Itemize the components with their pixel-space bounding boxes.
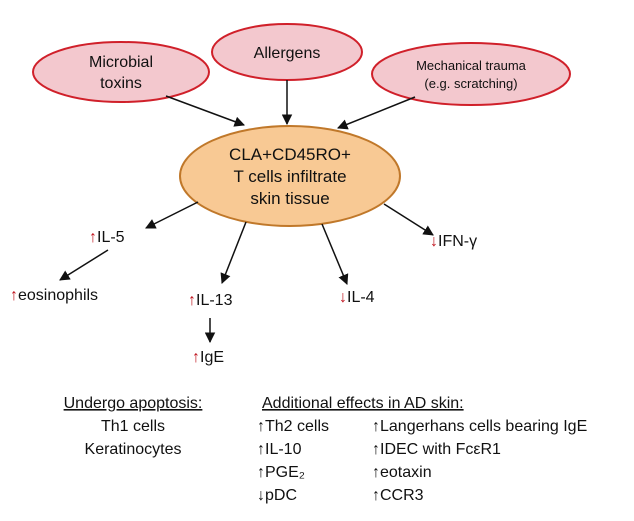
additional-effects-block: Additional effects in AD skin: ↑Th2 cell…	[257, 395, 587, 504]
trigger-microbial-line1: Microbial	[89, 54, 153, 71]
trigger-mechanical-trauma: Mechanical trauma (e.g. scratching)	[371, 42, 571, 106]
ifng-down-arrow: ↓	[430, 233, 438, 250]
effect-il13: ↑IL-13	[188, 292, 233, 309]
trigger-trauma-line1: Mechanical trauma	[416, 58, 527, 73]
trigger-microbial-line2: toxins	[100, 75, 142, 92]
trigger-allergens: Allergens	[211, 23, 363, 81]
eosinophils-label: eosinophils	[18, 287, 98, 304]
ige-label: IgE	[200, 349, 224, 366]
ifng-label: IFN-γ	[438, 233, 477, 250]
arrow-center-to-il5	[145, 201, 199, 229]
additional-col1-item: ↑PGE₂	[257, 464, 305, 481]
arrow-trauma-to-center	[337, 96, 416, 130]
additional-col2-item: ↑Langerhans cells bearing IgE	[372, 418, 587, 435]
ige-up-arrow: ↑	[192, 349, 200, 366]
additional-col1-item: ↓pDC	[257, 487, 297, 504]
trigger-microbial-ellipse	[32, 41, 210, 103]
il4-down-arrow: ↓	[339, 289, 347, 306]
trigger-allergens-label: Allergens	[254, 45, 321, 62]
il4-label: IL-4	[347, 289, 375, 306]
center-line1: CLA+CD45RO+	[229, 145, 351, 164]
center-line3: skin tissue	[250, 189, 329, 208]
effect-ige: ↑IgE	[192, 349, 224, 366]
arrow-il5-to-eosinophils	[59, 249, 109, 281]
apoptosis-item: Keratinocytes	[85, 441, 182, 458]
arrow-center-to-il4	[321, 223, 349, 285]
center-line2: T cells infiltrate	[233, 167, 346, 186]
apoptosis-heading: Undergo apoptosis:	[64, 395, 203, 412]
arrow-center-to-il13	[220, 221, 247, 284]
apoptosis-block: Undergo apoptosis: Th1 cells Keratinocyt…	[64, 395, 203, 458]
trigger-microbial-toxins: Microbial toxins	[32, 41, 210, 103]
additional-col2-item: ↑eotaxin	[372, 464, 432, 481]
effect-ifng: ↓IFN-γ	[430, 233, 477, 250]
eosinophils-up-arrow: ↑	[10, 287, 18, 304]
il5-up-arrow: ↑	[89, 229, 97, 246]
trigger-trauma-line2: (e.g. scratching)	[424, 76, 517, 91]
center-node: CLA+CD45RO+ T cells infiltrate skin tiss…	[179, 125, 401, 227]
apoptosis-item: Th1 cells	[101, 418, 165, 435]
arrow-center-to-ifng	[383, 203, 434, 236]
additional-heading: Additional effects in AD skin:	[262, 395, 464, 412]
arrow-microbial-to-center	[165, 95, 245, 127]
trigger-trauma-ellipse	[371, 42, 571, 106]
effect-il5: ↑IL-5	[89, 229, 125, 246]
center-ellipse	[179, 125, 401, 227]
il5-label: IL-5	[97, 229, 125, 246]
additional-col1-item: ↑Th2 cells	[257, 418, 329, 435]
additional-col2-item: ↑CCR3	[372, 487, 424, 504]
il13-label: IL-13	[196, 292, 233, 309]
additional-col1-item: ↑IL-10	[257, 441, 302, 458]
effect-il4: ↓IL-4	[339, 289, 375, 306]
additional-col2-item: ↑IDEC with FcεR1	[372, 441, 501, 458]
effect-eosinophils: ↑eosinophils	[10, 287, 98, 304]
il13-up-arrow: ↑	[188, 292, 196, 309]
